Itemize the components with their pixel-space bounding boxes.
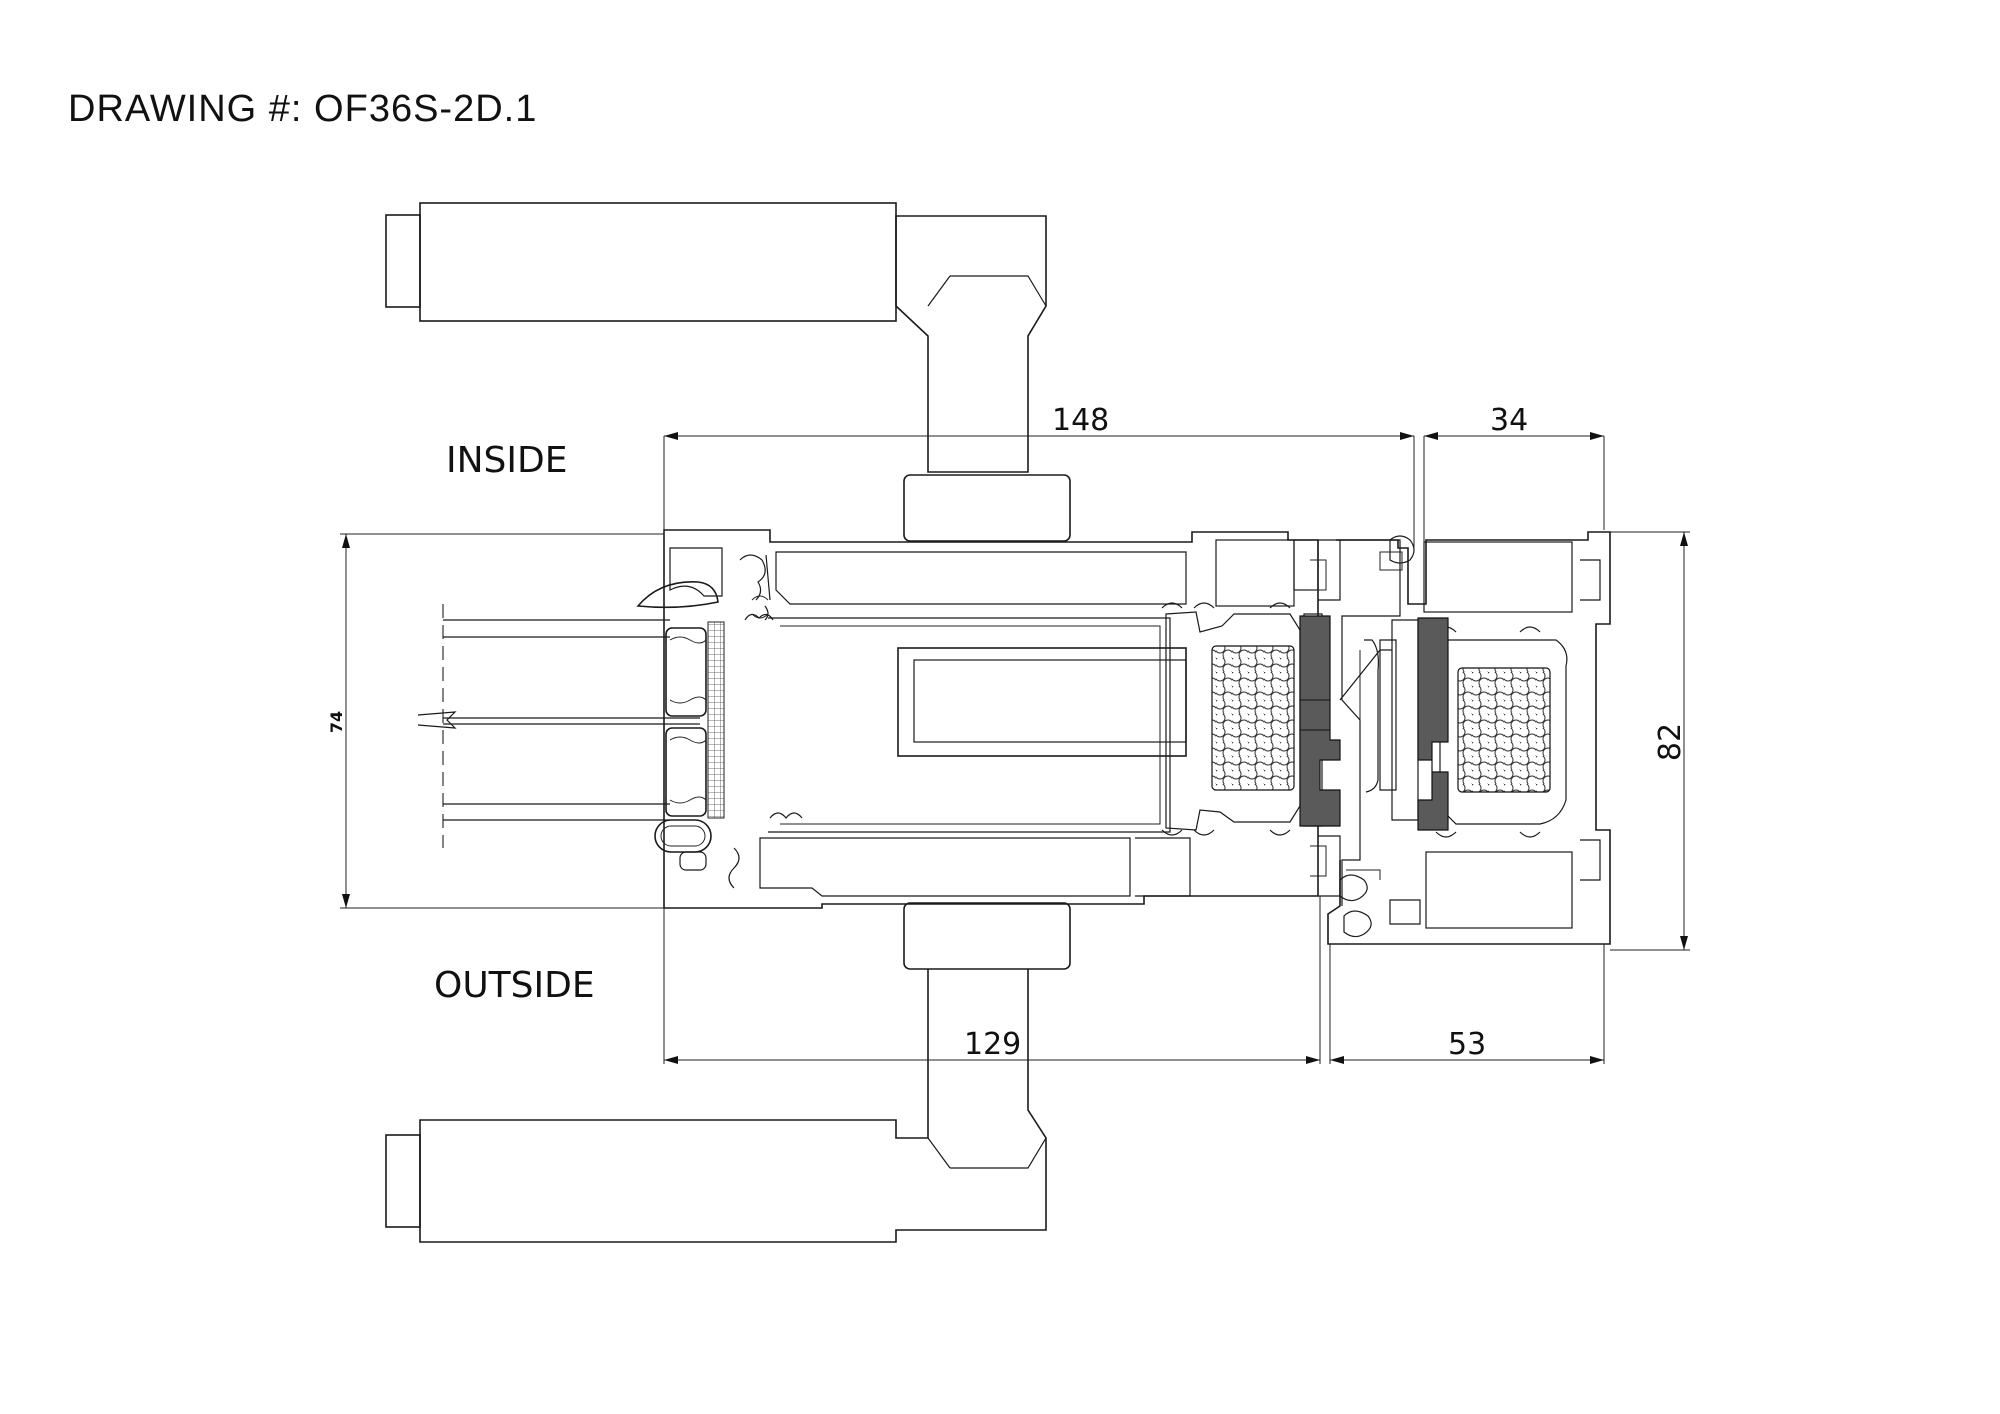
- dim-148: 148: [1052, 403, 1109, 438]
- dim-74: 74: [327, 711, 346, 733]
- inside-label: INSIDE: [446, 440, 567, 481]
- dim-82: 82: [1653, 723, 1688, 761]
- handle-top: [385, 202, 1071, 542]
- sash-profile: [636, 529, 1319, 909]
- handle-bottom: [385, 902, 1071, 1243]
- dim-34: 34: [1490, 403, 1528, 438]
- dim-53: 53: [1448, 1027, 1486, 1062]
- thermal-break: [1161, 602, 1341, 836]
- frame-profile: [1135, 531, 1611, 945]
- dim-129: 129: [964, 1027, 1021, 1062]
- outside-label: OUTSIDE: [434, 965, 595, 1006]
- drawing-title: DRAWING #: OF36S-2D.1: [68, 88, 538, 130]
- dimension-lines: [340, 432, 1690, 1064]
- glass-unit: [417, 604, 725, 848]
